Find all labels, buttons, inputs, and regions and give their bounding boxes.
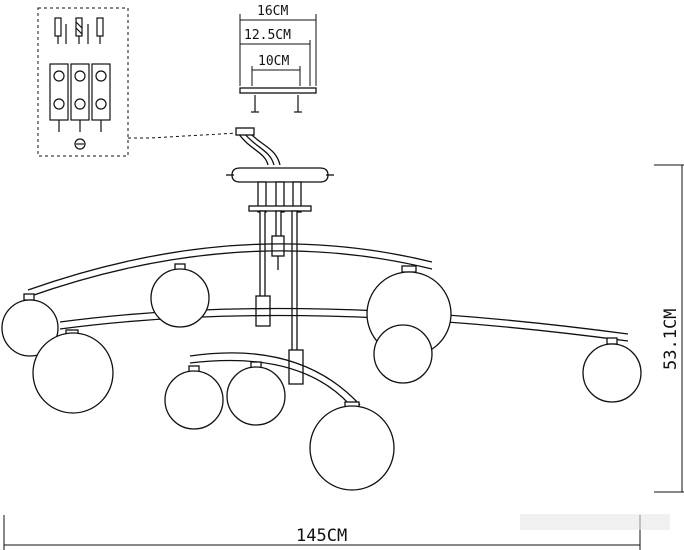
arm-middle bbox=[59, 307, 629, 335]
globe-upper-center bbox=[150, 263, 210, 328]
globe-lower-left bbox=[164, 365, 224, 430]
globe-bottom-big bbox=[309, 401, 395, 491]
globes bbox=[1, 263, 642, 491]
wiring-inset bbox=[37, 7, 239, 157]
terminal-block-icon bbox=[49, 63, 111, 132]
mounting-screw-icon bbox=[251, 95, 302, 113]
height-dimension bbox=[654, 164, 684, 493]
globe-lower-middle bbox=[226, 361, 286, 426]
globe-left-big bbox=[32, 329, 114, 414]
arm-upper bbox=[27, 243, 433, 291]
arm-lower bbox=[189, 352, 361, 406]
inset-leader-line bbox=[128, 132, 239, 139]
central-stems bbox=[248, 181, 312, 385]
mounting-plate-icon bbox=[239, 87, 317, 94]
wire-stubs-icon bbox=[54, 17, 104, 44]
arms bbox=[27, 243, 629, 406]
globe-right-small bbox=[373, 324, 433, 384]
ground-screw-icon bbox=[74, 138, 86, 150]
dim-mount-outer: 16CM bbox=[257, 4, 288, 19]
dim-height: 53.1CM bbox=[661, 309, 681, 370]
watermark bbox=[520, 514, 670, 530]
canopy bbox=[226, 127, 334, 183]
mounting-bracket-dimensions bbox=[239, 14, 317, 113]
globe-left-top bbox=[1, 293, 59, 357]
dim-mount-middle: 12.5CM bbox=[244, 28, 291, 43]
wiring-inset-frame bbox=[37, 7, 129, 157]
dim-width: 145CM bbox=[296, 526, 347, 546]
canopy-plate-icon bbox=[231, 167, 329, 183]
dim-mount-inner: 10CM bbox=[258, 54, 289, 69]
globe-far-right bbox=[582, 337, 642, 403]
wire-connector-icon bbox=[235, 127, 255, 136]
